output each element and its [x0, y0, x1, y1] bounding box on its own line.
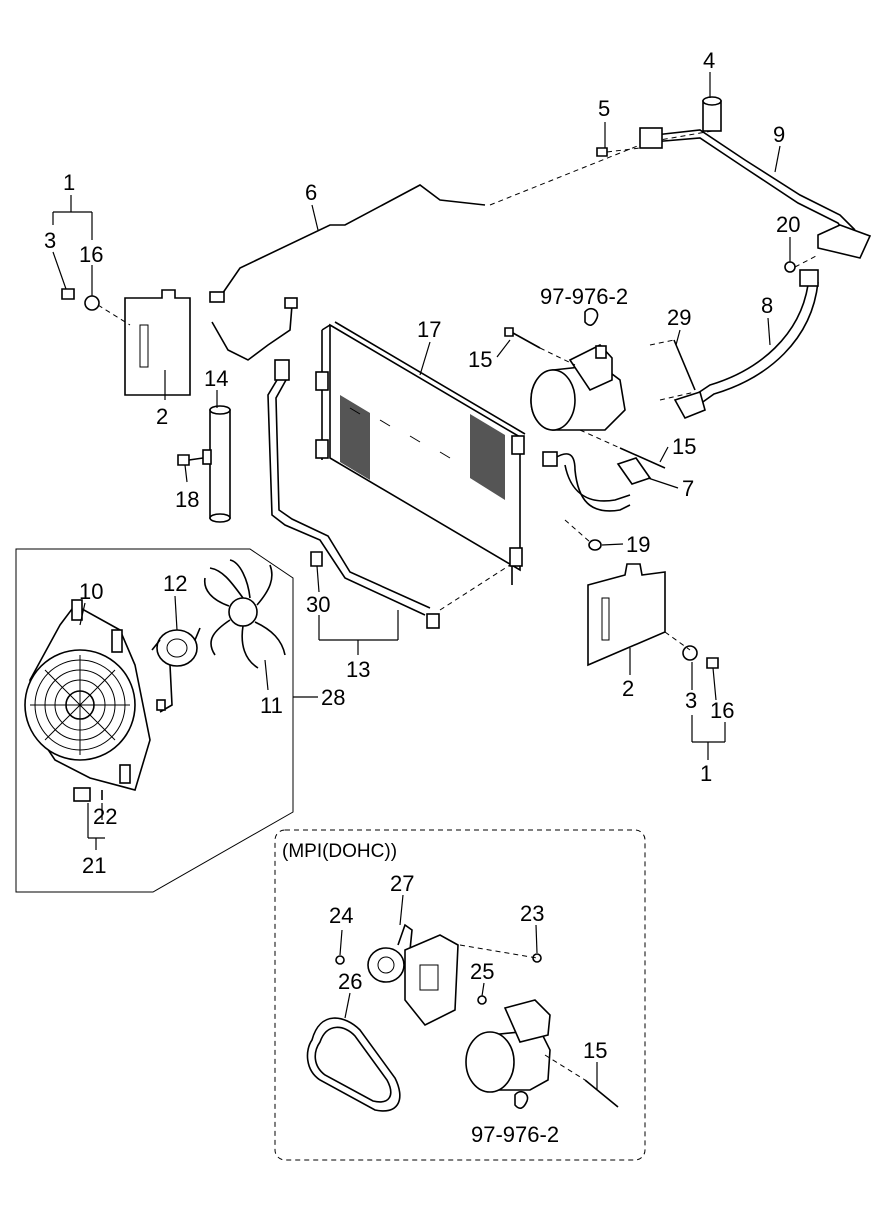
label-3-left: 3: [44, 228, 56, 253]
clip-3-right: [682, 645, 698, 661]
bolt-30: [310, 551, 323, 567]
label-15-upper: 15: [468, 347, 492, 372]
bolt-25: [477, 995, 487, 1005]
label-3-right: 3: [685, 688, 697, 713]
label-mpi-dohc: (MPI(DOHC)): [282, 841, 397, 862]
tensioner-pulley-27: [367, 923, 413, 983]
bolt-29: [649, 339, 696, 401]
label-8: 8: [761, 293, 773, 318]
label-7: 7: [682, 476, 694, 501]
label-24: 24: [329, 903, 353, 928]
label-15-mid: 15: [672, 434, 696, 459]
label-97-976-2-upper: 97-976-2: [540, 284, 628, 309]
fan-motor: [151, 627, 201, 713]
bolt-5: [596, 147, 641, 157]
fan-blade: [203, 559, 286, 669]
label-23: 23: [520, 901, 544, 926]
fan-shroud: [24, 599, 151, 791]
oil-tag-lower: [514, 1090, 529, 1110]
callout-labels: 1 3 16 2 6 5 4 9 20 97-976-2 29 8 17 15 …: [44, 48, 800, 1147]
compressor-bracket: [404, 934, 459, 1027]
bolt-3-left: [61, 288, 75, 300]
bolt-18: [177, 454, 204, 466]
drive-belt-26: [306, 1017, 401, 1112]
label-1-left: 1: [63, 170, 75, 195]
leader-lines: [52, 72, 791, 1090]
label-9: 9: [773, 122, 785, 147]
pipe-6: [217, 184, 486, 301]
clip-16-left: [84, 295, 100, 311]
oring-19: [564, 519, 602, 551]
label-6: 6: [305, 180, 317, 205]
label-30: 30: [306, 592, 330, 617]
label-14: 14: [204, 366, 228, 391]
label-25: 25: [470, 959, 494, 984]
fan-assembly-box: [15, 548, 294, 893]
shield-plate-right: [587, 563, 666, 667]
label-21: 21: [82, 853, 106, 878]
shield-plate-left: [124, 289, 191, 396]
label-16-left: 16: [79, 242, 103, 267]
label-13: 13: [346, 657, 370, 682]
label-27: 27: [390, 871, 414, 896]
label-10: 10: [79, 579, 103, 604]
hose-8: [694, 284, 809, 396]
label-4: 4: [703, 48, 715, 73]
compressor-upper: [530, 344, 626, 431]
label-5: 5: [598, 96, 610, 121]
label-22: 22: [93, 804, 117, 829]
label-97-976-2-lower: 97-976-2: [471, 1122, 559, 1147]
hose-7: [554, 453, 631, 512]
label-26: 26: [338, 969, 362, 994]
label-17: 17: [417, 317, 441, 342]
label-20: 20: [776, 212, 800, 237]
label-1-right: 1: [700, 761, 712, 786]
compressor-lower: [465, 999, 551, 1093]
label-15-lower: 15: [583, 1038, 607, 1063]
fan-resistor: [73, 787, 103, 802]
oil-tag-upper: [584, 307, 599, 327]
bolt-15-upper: [504, 327, 576, 366]
label-28: 28: [321, 685, 345, 710]
bolt-23: [532, 953, 542, 963]
mpi-dohc-box: [274, 829, 646, 1161]
label-2-left: 2: [156, 404, 168, 429]
label-12: 12: [163, 571, 187, 596]
bolt-15-lower: [544, 1054, 619, 1108]
bolt-15-mid: [579, 429, 666, 469]
label-19: 19: [626, 532, 650, 557]
service-valve-4: [702, 96, 722, 132]
label-16-right: 16: [710, 698, 734, 723]
condenser: [315, 321, 526, 585]
label-2-right: 2: [622, 676, 634, 701]
pipe-13: [267, 374, 426, 616]
label-11: 11: [260, 693, 283, 718]
bolt-24: [335, 955, 345, 965]
receiver-drier: [202, 405, 231, 523]
bolt-20: [784, 254, 819, 273]
bolt-16-right: [706, 657, 719, 669]
label-18: 18: [175, 487, 199, 512]
pipe-9: [654, 129, 856, 231]
label-29: 29: [667, 305, 691, 330]
